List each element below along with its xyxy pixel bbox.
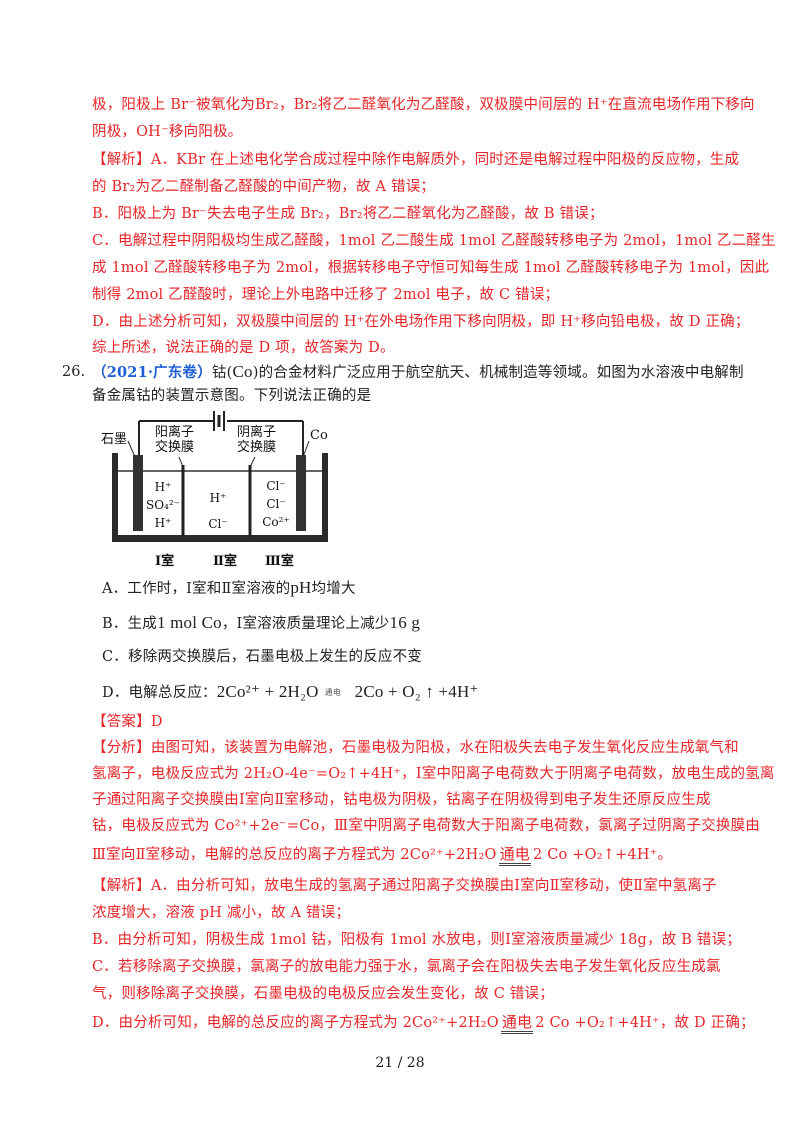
room2-ions: H⁺ Cl⁻ [203,485,233,537]
option-b-symbol-1: 1 mol Co [156,613,222,632]
electrolysis-condition: 通电 [497,844,533,866]
analysis-line-2: 氢离子，电极反应式为 2H₂O-4e⁻=O₂↑+4H⁺，Ⅰ室中阳离子电荷数大于阴… [92,766,775,782]
electrolysis-condition-text: 通电 [500,1013,534,1034]
option-b-symbol-2: 16 g [389,613,421,632]
prev-explanation-a-text: A．KBr 在上述电化学合成过程中除作电解质外，同时还是电解过程中阳极的反应物，… [150,152,740,168]
electrolysis-condition-text: 通电 [498,845,531,866]
prev-summary: 综上所述，说法正确的是 D 项，故答案为 D。 [92,340,395,356]
ion-chloride: Cl⁻ [266,497,286,511]
option-b-text-b: ，Ⅰ室溶液质量理论上减少 [221,616,390,632]
explanation-c-2: 气，则移除离子交换膜，石墨电极的电极反应会发生变化，故 C 错误； [92,986,554,1002]
question-stem-line-2: 备金属钴的装置示意图。下列说法正确的是 [92,388,372,404]
prev-explanation-c-1: C．电解过程中阴阳极均生成乙醛酸，1mol 乙二酸生成 1mol 乙醛酸转移电子… [92,233,776,249]
prev-explanation-a-1: 【解析】A．KBr 在上述电化学合成过程中除作电解质外，同时还是电解过程中阳极的… [92,150,739,170]
option-d-label: D． [102,685,129,701]
option-b-text: 生成 [127,616,157,632]
analysis-line-1: 【分析】由图可知，该装置为电解池，石墨电极为阳极，水在阳极失去电子发生氧化反应生… [92,738,739,758]
right-electrode-label: Co [310,428,328,443]
option-d-condition-text: 通电 [324,688,342,697]
room-1-label: Ⅰ室 [155,554,175,569]
prev-explanation-c-3: 制得 2mol 乙醛酸时，理论上外电路中迁移了 2mol 电子，故 C 错误； [92,287,560,303]
ion-h-plus: H⁺ [154,516,172,530]
option-a-symbol: pH [290,578,312,597]
analysis-line-3: 子通过阳离子交换膜由Ⅰ室向Ⅱ室移动，钴电极为阴极，钴离子在阴极得到电子发生还原反… [92,792,711,808]
option-d-rhs: 2Co + O₂ ↑ +4H⁺ [354,682,479,701]
stem-symbol: Co [232,362,253,381]
room-3-label: Ⅲ室 [265,554,294,569]
anion-membrane-label-2: 交换膜 [237,440,277,455]
option-a-text-b: 均增大 [311,581,356,597]
explanation-a-1: 【解析】A．由分析可知，放电生成的氢离子通过阳离子交换膜由Ⅰ室向Ⅱ室移动，使Ⅱ室… [92,876,717,896]
option-a-text: 工作时，Ⅰ室和Ⅱ室溶液的 [127,581,291,597]
stem-text-a: 钴( [211,365,233,381]
explanation-label: 【解析】 [92,878,151,894]
analysis-text-5b: 2 Co +O₂↑+4H⁺。 [533,847,673,863]
option-d: D．电解总反应：2Co²⁺ + 2H₂O 通电 2Co + O₂ ↑ +4H⁺ [102,682,479,703]
prev-explanation-c-2: 成 1mol 乙醛酸转移电子为 2mol，根据转移电子守恒可知每生成 1mol … [92,260,770,276]
explanation-a-text: A．由分析可知，放电生成的氢离子通过阳离子交换膜由Ⅰ室向Ⅱ室移动，使Ⅱ室中氢离子 [150,878,717,894]
electrolysis-diagram: 石墨 Co 阳离子 交换膜 阴离子 交换膜 H⁺ SO₄²⁻ H⁺ H⁺ Cl⁻… [95,405,355,575]
analysis-text-5a: Ⅲ室向Ⅱ室移动，电解的总反应的离子方程式为 2Co²⁺+2H₂O [92,847,497,863]
answer-label: 【答案】 [92,714,151,730]
room1-ions: H⁺ SO₄²⁻ H⁺ [145,478,181,532]
option-c: C．移除两交换膜后，石墨电极上发生的反应不变 [102,647,422,667]
page-number: 21 / 28 [375,1055,425,1071]
analysis-text-1: 由图可知，该装置为电解池，石墨电极为阳极，水在阳极失去电子发生氧化反应生成氧气和 [150,740,739,756]
question-source: （2021·广东卷） [92,364,212,381]
jiexi-label: 【解析】 [92,152,151,168]
prev-explanation-d: D．由上述分析可知，双极膜中间层的 H⁺在外电场作用下移向阴极，即 H⁺移向铅电… [92,314,750,330]
answer-line: 【答案】D [92,712,163,732]
option-c-text: 移除两交换膜后，石墨电极上发生的反应不变 [128,649,422,665]
prev-explanation-a-2: 的 Br₂为乙二醛制备乙醛酸的中间产物，故 A 错误； [92,179,436,195]
electrolysis-condition: 通电 [499,1012,535,1034]
option-a: A．工作时，Ⅰ室和Ⅱ室溶液的pH均增大 [102,578,356,599]
explanation-d-text-b: 2 Co +O₂↑+4H⁺，故 D 正确； [535,1015,755,1031]
ion-cobalt: Co²⁺ [262,515,290,529]
continuation-line-1: 极，阳极上 Br⁻被氧化为Br₂，Br₂将乙二醛氧化为乙醛酸，双极膜中间层的 H… [92,97,755,113]
explanation-c-1: C．若移除离子交换膜，氯离子的放电能力强于水，氯离子会在阳极失去电子发生氧化反应… [92,959,721,975]
explanation-d-text-a: D．由分析可知，电解的总反应的离子方程式为 2Co²⁺+2H₂O [92,1015,499,1031]
analysis-label: 【分析】 [92,740,151,756]
anion-membrane-label-1: 阴离子 [237,425,277,440]
answer-value: D [150,714,163,730]
option-a-label: A． [102,581,128,597]
option-d-text: 电解总反应： [128,685,217,701]
cation-membrane-label-1: 阳离子 [155,425,195,440]
option-b: B．生成1 mol Co，Ⅰ室溶液质量理论上减少16 g [102,613,420,634]
prev-explanation-b: B．阳极上为 Br⁻失去电子生成 Br₂，Br₂将乙二醛氧化为乙醛酸，故 B 错… [92,206,604,222]
explanation-b: B．由分析可知，阴极生成 1mol 钴，阳极有 1mol 水放电，则Ⅰ室溶液质量… [92,932,742,948]
explanation-a-2: 浓度增大，溶液 pH 减小，故 A 错误； [92,905,351,921]
option-d-lhs: 2Co²⁺ + 2H₂O [216,682,319,701]
question-stem-line-1: （2021·广东卷）钴(Co)的合金材料广泛应用于航空航天、机械制造等领域。如图… [92,362,744,383]
room3-ions: Cl⁻ Cl⁻ Co²⁺ [258,477,294,531]
cation-membrane-label-2: 交换膜 [155,440,195,455]
continuation-line-2: 阴极，OH⁻移向阳极。 [92,124,243,140]
ion-h-plus: H⁺ [209,491,227,505]
ion-sulfate: SO₄²⁻ [145,498,180,512]
stem-text-b: )的合金材料广泛应用于航空航天、机械制造等领域。如图为水溶液中电解制 [252,365,744,381]
ion-chloride: Cl⁻ [208,517,228,531]
analysis-line-4: 钴，电极反应式为 Co²⁺+2e⁻=Co，Ⅲ室中阴离子电荷数大于阳离子电荷数，氯… [92,818,760,834]
anion-membrane-label: 阴离子 交换膜 [237,425,276,455]
cation-membrane-label: 阳离子 交换膜 [155,425,194,455]
question-number: 26. [62,364,86,380]
left-electrode-label: 石墨 [101,432,128,447]
option-b-label: B． [102,616,128,632]
ion-h-plus: H⁺ [154,480,172,494]
room-2-label: Ⅱ室 [213,554,237,569]
option-c-label: C． [102,649,128,665]
electrolysis-cell-figure [112,411,328,542]
ion-chloride: Cl⁻ [266,479,286,493]
